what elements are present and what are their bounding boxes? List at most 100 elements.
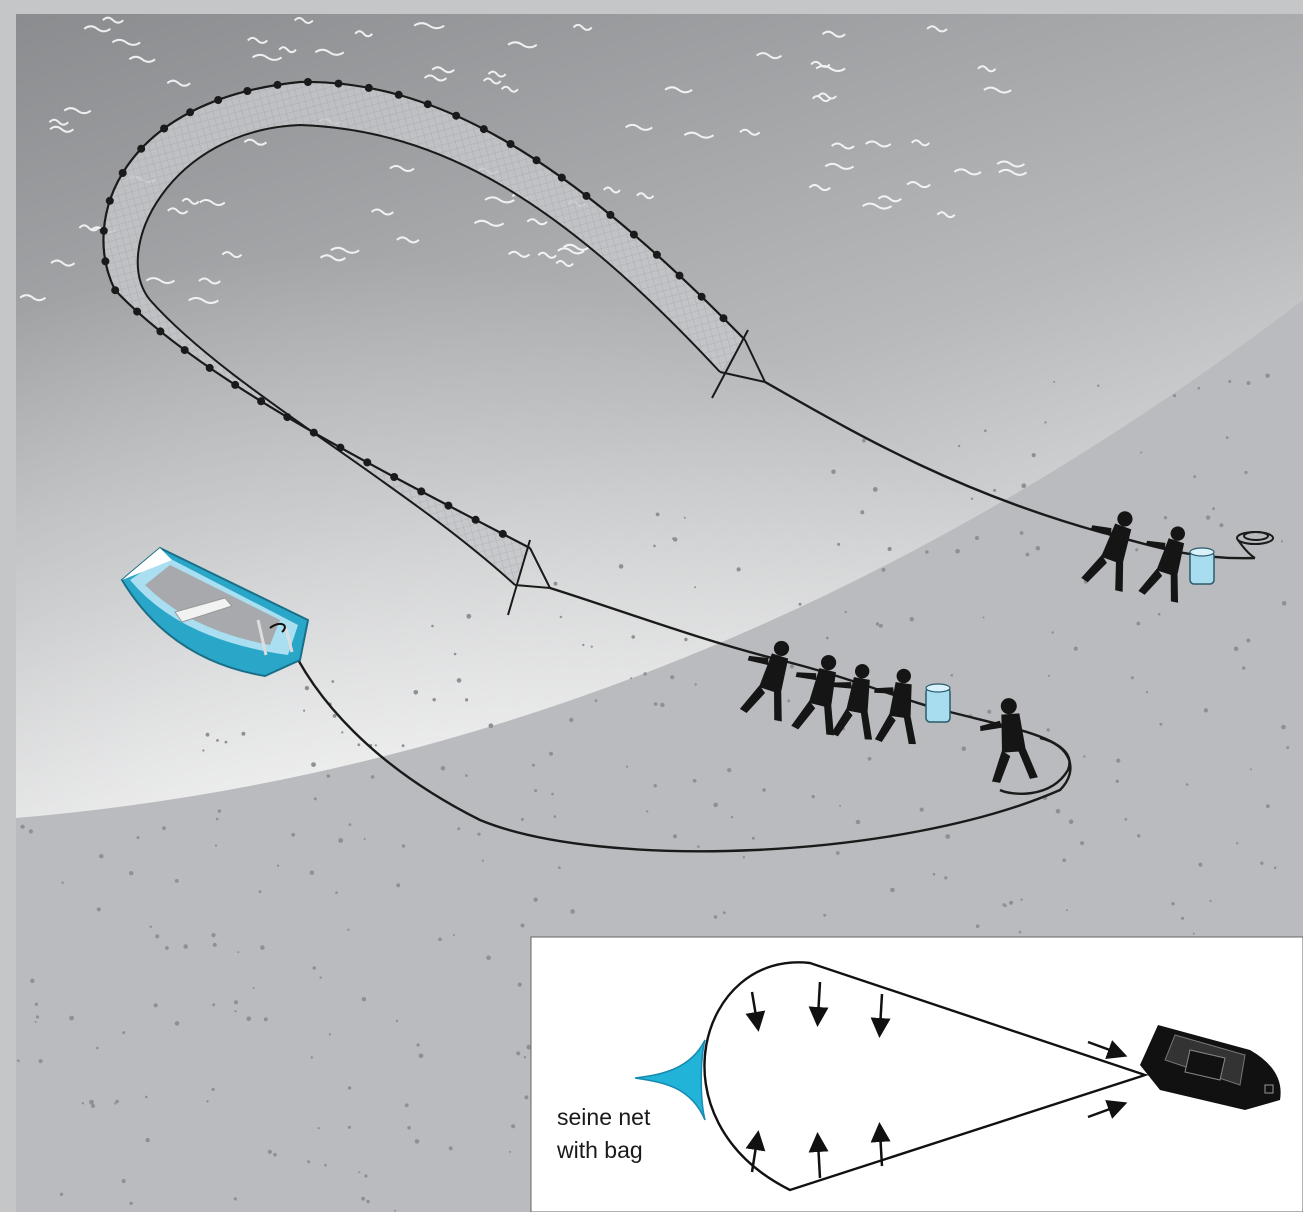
sand-dot — [486, 956, 491, 961]
sand-dot — [524, 1095, 528, 1099]
sand-dot — [364, 1174, 367, 1177]
sand-dot — [558, 866, 561, 869]
float-icon — [100, 227, 108, 235]
sand-dot — [225, 741, 228, 744]
sand-dot — [414, 690, 419, 695]
sand-dot — [713, 803, 718, 808]
float-icon — [499, 530, 507, 538]
sand-dot — [975, 536, 979, 540]
sand-dot — [653, 545, 656, 548]
sand-dot — [1009, 901, 1013, 905]
sand-dot — [431, 625, 434, 628]
sand-dot — [958, 445, 960, 447]
sand-dot — [521, 924, 525, 928]
sand-dot — [216, 739, 219, 742]
sand-dot — [150, 926, 152, 928]
sand-dot — [868, 757, 872, 761]
sand-dot — [175, 879, 179, 883]
sand-dot — [1171, 902, 1174, 905]
float-icon — [698, 293, 706, 301]
sand-dot — [1193, 933, 1195, 935]
float-icon — [133, 308, 141, 316]
sand-dot — [1048, 675, 1050, 677]
sand-dot — [202, 749, 204, 751]
sand-dot — [130, 1202, 133, 1205]
sand-dot — [402, 744, 405, 747]
float-icon — [214, 96, 222, 104]
sand-dot — [361, 1197, 365, 1201]
sand-dot — [1193, 475, 1196, 478]
sand-dot — [876, 622, 879, 625]
sand-dot — [1242, 666, 1245, 669]
float-icon — [181, 346, 189, 354]
inset-caption-line1: seine net — [557, 1104, 651, 1130]
float-icon — [720, 314, 728, 322]
sand-dot — [347, 929, 349, 931]
sand-dot — [787, 699, 790, 702]
sand-dot — [654, 784, 657, 787]
float-icon — [243, 87, 251, 95]
sand-dot — [1137, 834, 1140, 837]
sand-dot — [264, 1017, 268, 1021]
sand-dot — [1282, 601, 1287, 606]
sand-dot — [920, 808, 924, 812]
sand-dot — [405, 1103, 409, 1107]
sand-dot — [1286, 746, 1289, 749]
sand-dot — [1204, 708, 1208, 712]
sand-dot — [206, 1100, 208, 1102]
float-icon — [606, 211, 614, 219]
sand-dot — [419, 1053, 424, 1058]
sand-dot — [155, 934, 159, 938]
sand-dot — [268, 1150, 272, 1154]
sand-dot — [955, 549, 960, 554]
sand-dot — [1247, 381, 1251, 385]
sand-dot — [341, 731, 343, 733]
sand-dot — [213, 943, 217, 947]
float-icon — [274, 81, 282, 89]
sand-dot — [524, 1056, 526, 1058]
sand-dot — [417, 1043, 420, 1046]
float-icon — [106, 197, 114, 205]
sand-dot — [925, 550, 929, 554]
sand-dot — [695, 683, 697, 685]
sand-dot — [1052, 631, 1054, 633]
float-icon — [676, 272, 684, 280]
sand-dot — [1131, 676, 1134, 679]
sand-dot — [234, 1010, 236, 1012]
sand-dot — [218, 809, 221, 812]
sand-dot — [554, 815, 557, 818]
sand-dot — [454, 653, 457, 656]
sand-dot — [212, 1003, 215, 1006]
sand-dot — [260, 945, 265, 950]
sand-dot — [790, 664, 794, 668]
sand-dot — [348, 1086, 351, 1089]
sand-dot — [114, 1102, 116, 1104]
sand-dot — [984, 429, 987, 432]
float-icon — [137, 145, 145, 153]
sand-dot — [1234, 646, 1239, 651]
sand-dot — [1140, 452, 1142, 454]
float-icon — [630, 231, 638, 239]
sand-dot — [951, 674, 954, 677]
sand-dot — [862, 439, 866, 443]
sand-dot — [626, 766, 628, 768]
sand-dot — [357, 743, 360, 746]
sand-dot — [318, 1127, 320, 1129]
sand-dot — [1036, 546, 1041, 551]
sand-dot — [375, 744, 377, 746]
sand-dot — [888, 547, 892, 551]
float-icon — [365, 84, 373, 92]
sand-dot — [697, 845, 700, 848]
sand-dot — [511, 1124, 515, 1128]
sand-dot — [60, 1193, 63, 1196]
sand-dot — [35, 1003, 38, 1006]
sand-dot — [1080, 841, 1084, 845]
sand-dot — [1047, 728, 1050, 731]
float-icon — [304, 78, 312, 86]
sand-dot — [273, 1153, 277, 1157]
sand-dot — [96, 1047, 99, 1050]
sand-dot — [35, 1021, 37, 1023]
sand-dot — [122, 1179, 126, 1183]
sand-dot — [237, 951, 239, 953]
